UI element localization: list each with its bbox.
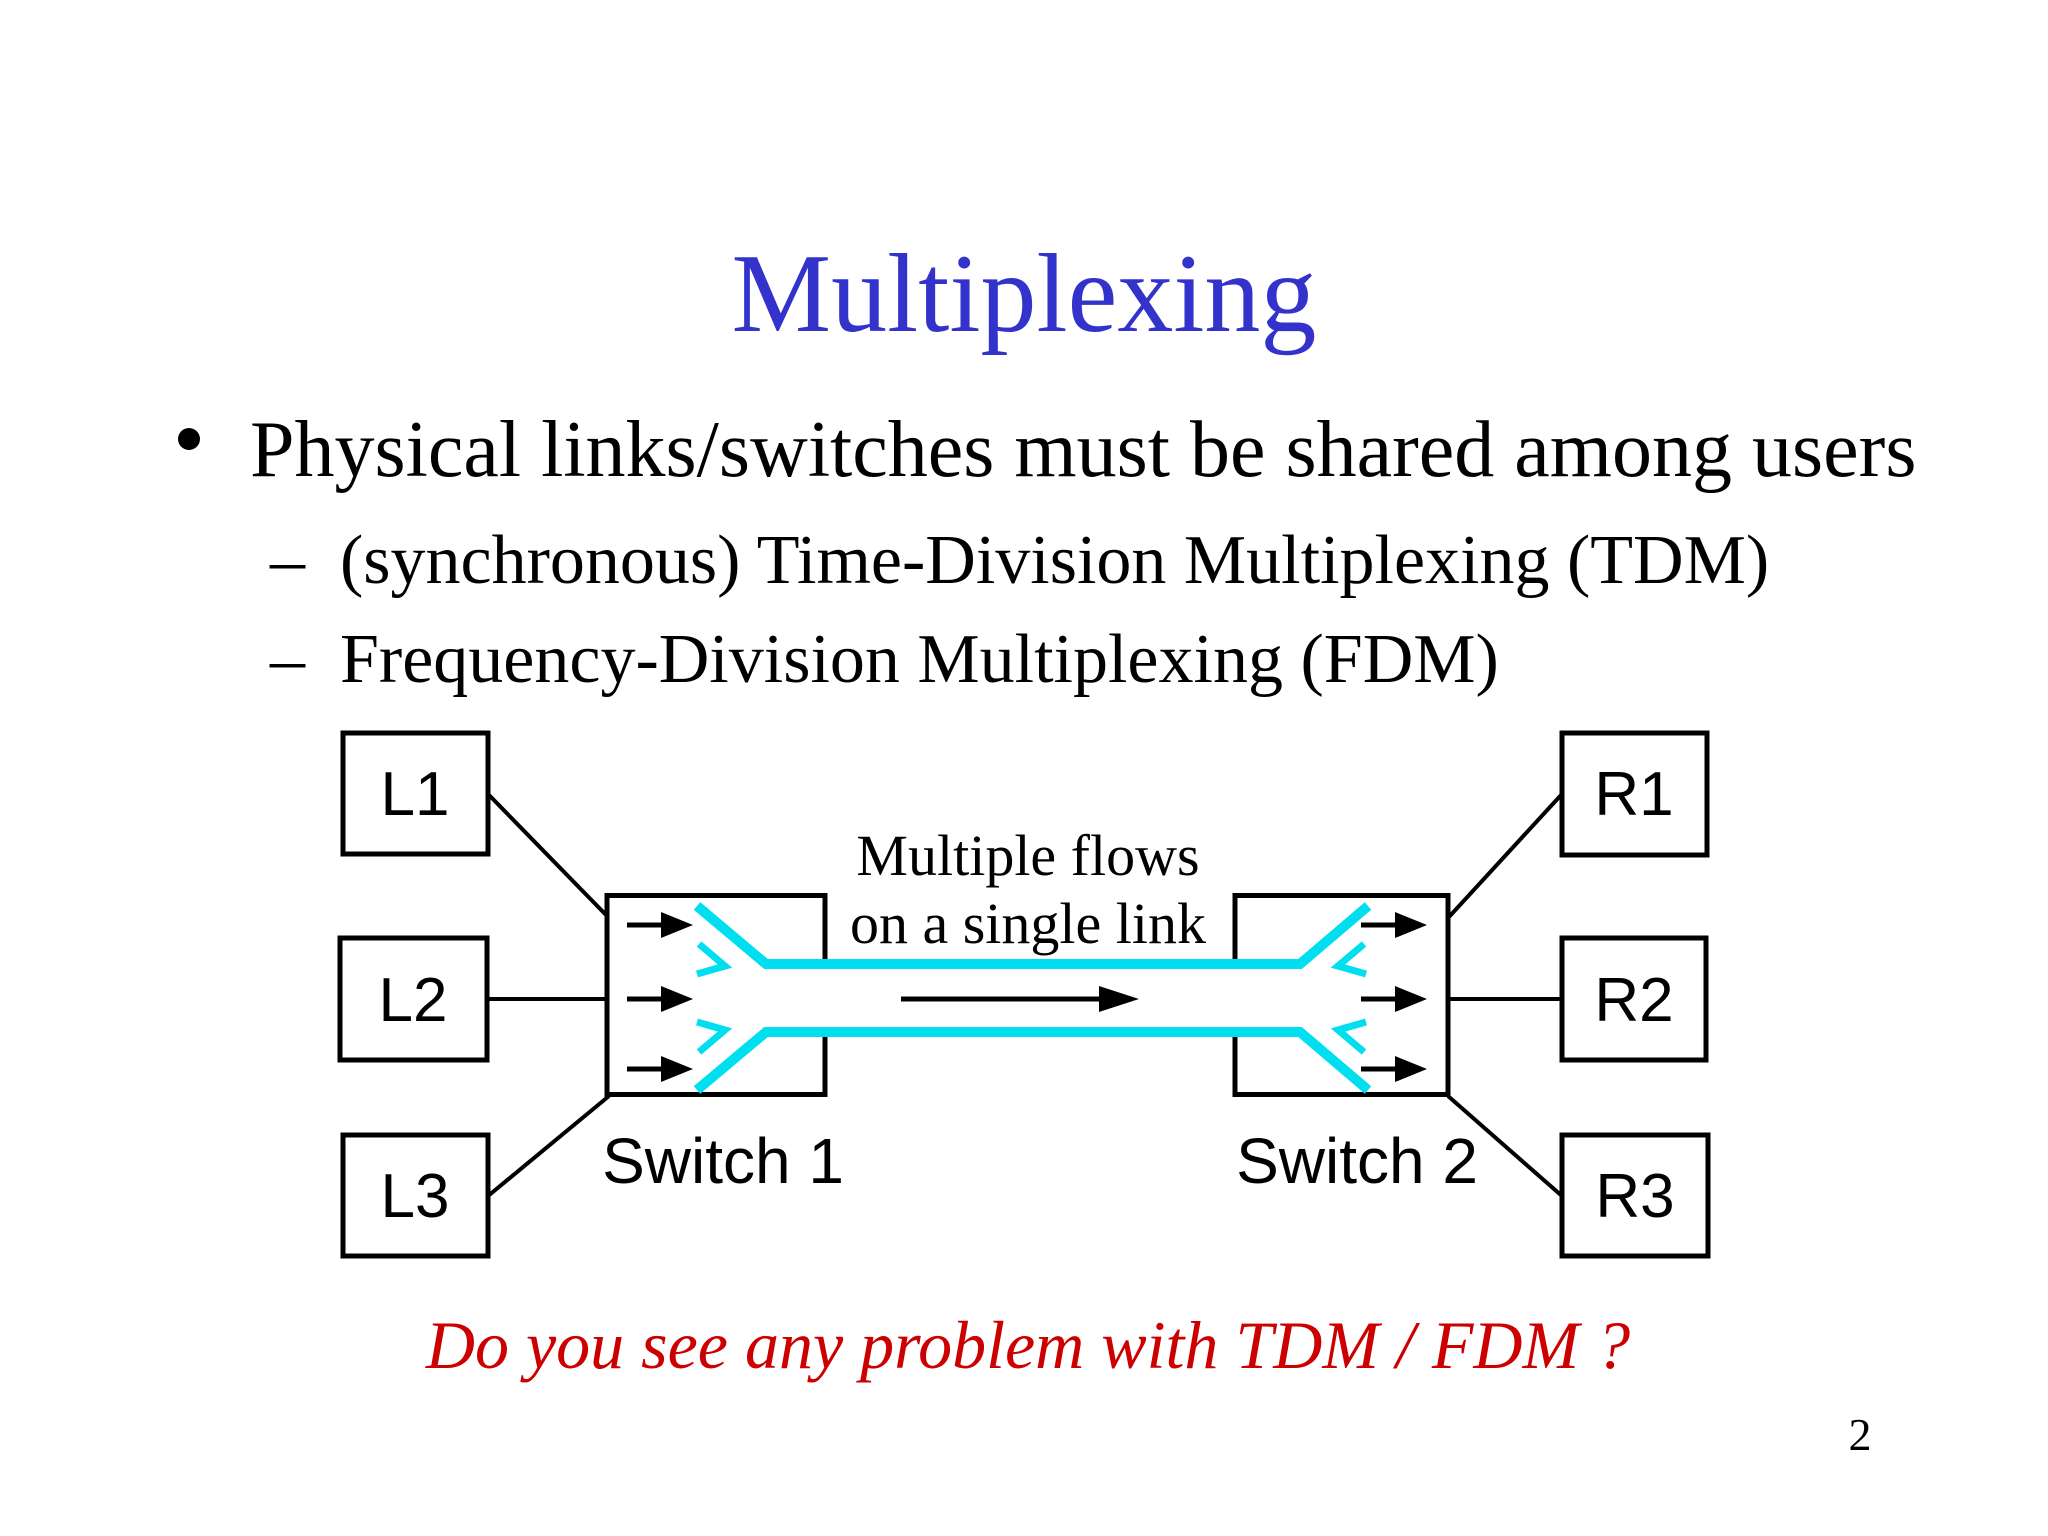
node-box-r2 [1559, 935, 1709, 1063]
slide-title: Multiplexing [731, 232, 1317, 356]
switch1-box [604, 893, 828, 1097]
bullet-marker-icon [178, 428, 200, 450]
flow-chevrons [696, 941, 1367, 1055]
sub-bullet-dash-icon: – [270, 621, 305, 698]
arrow-right-icon [627, 986, 693, 1012]
chevron-icon [1330, 1018, 1367, 1055]
node-label-l1: L1 [381, 760, 450, 829]
switch2-arrows [1361, 912, 1427, 1082]
link-caption-line2: on a single link [850, 891, 1206, 956]
chevron-icon [1330, 941, 1367, 978]
switch2-label: Switch 2 [1236, 1125, 1478, 1197]
node-box-l1 [340, 730, 491, 857]
node-label-r3: R3 [1595, 1162, 1674, 1231]
node-box-l3 [340, 1132, 491, 1259]
question-text: Do you see any problem with TDM / FDM ? [425, 1307, 1631, 1383]
node-label-r2: R2 [1594, 966, 1673, 1035]
sub-bullet-tdm: (synchronous) Time-Division Multiplexing… [340, 522, 1770, 599]
link-direction-arrow-icon [901, 986, 1139, 1012]
switch1-arrows [627, 912, 693, 1082]
chevron-icon [696, 1018, 733, 1055]
chevron-icon [696, 941, 733, 978]
host-boxes [337, 730, 1711, 1259]
sub-bullet-dash-icon: – [270, 522, 305, 599]
node-box-l2 [337, 935, 490, 1063]
sub-bullet-fdm: Frequency-Division Multiplexing (FDM) [340, 621, 1499, 698]
node-label-l3: L3 [381, 1162, 450, 1231]
shared-link-pipe [693, 902, 1372, 1094]
connector-switch2-r1 [1446, 792, 1564, 920]
connector-lines [486, 792, 1564, 1198]
page-number: 2 [1848, 1409, 1872, 1460]
pipe-bottom-line [693, 1027, 1372, 1094]
arrow-right-icon [627, 912, 693, 938]
link-caption-line1: Multiple flows [856, 823, 1199, 888]
bullet-main: Physical links/switches must be shared a… [250, 406, 1917, 494]
pipe-top-line [693, 902, 1372, 969]
arrow-right-icon [1361, 986, 1427, 1012]
arrow-right-icon [627, 1056, 693, 1082]
connector-l3-switch1 [486, 1094, 611, 1198]
switch2-box [1232, 893, 1451, 1097]
arrow-right-icon [1361, 1056, 1427, 1082]
switch1-label: Switch 1 [602, 1125, 844, 1197]
node-box-r1 [1559, 730, 1710, 858]
node-box-r3 [1559, 1132, 1711, 1259]
arrow-right-icon [1361, 912, 1427, 938]
connector-switch2-r3 [1446, 1094, 1564, 1198]
node-label-l2: L2 [379, 966, 448, 1035]
node-label-r1: R1 [1594, 760, 1673, 829]
connector-l1-switch1 [486, 792, 611, 920]
